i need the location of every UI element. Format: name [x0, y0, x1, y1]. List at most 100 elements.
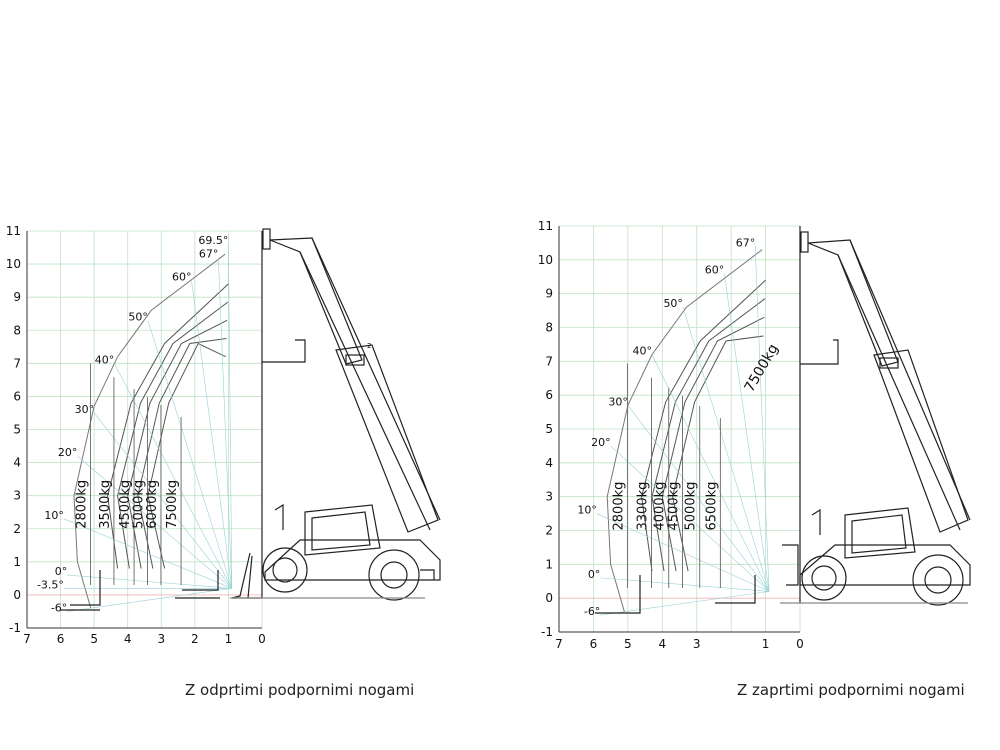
- angle-label: 30°: [75, 403, 95, 416]
- load-label: 6000kg: [145, 480, 160, 529]
- y-tick-label: 8: [545, 321, 553, 335]
- y-tick-label: 5: [545, 422, 553, 436]
- angle-ray: [754, 246, 770, 592]
- load-label: 6500kg: [704, 482, 719, 531]
- angle-label: -6°: [584, 605, 600, 618]
- x-tick-label: 3: [693, 637, 701, 651]
- x-tick-label: 6: [590, 637, 598, 651]
- y-tick-label: 3: [545, 490, 553, 504]
- load-label: 4500kg: [667, 482, 682, 531]
- y-tick-label: 4: [545, 456, 553, 470]
- y-tick-label: 7: [545, 354, 553, 368]
- envelope-outer: [73, 253, 226, 609]
- angle-label: 50°: [128, 310, 148, 323]
- arc-load-label: 7500kg: [742, 341, 782, 395]
- angle-label: 67°: [199, 247, 219, 260]
- angle-label: -3.5°: [37, 578, 64, 591]
- angle-ray: [600, 577, 770, 592]
- angle-ray: [67, 588, 232, 612]
- angle-label: -6°: [51, 601, 67, 614]
- load-label: 4500kg: [118, 480, 133, 529]
- y-tick-label: 10: [538, 253, 553, 267]
- angle-ray: [723, 273, 770, 592]
- load-label: 7500kg: [165, 480, 180, 529]
- x-tick-label: 0: [796, 637, 804, 651]
- caption-outriggers-extended: Z odprtimi podpornimi nogami: [185, 681, 415, 699]
- load-label: 2800kg: [74, 480, 89, 529]
- angle-ray: [147, 320, 233, 589]
- y-tick-label: 6: [545, 388, 553, 402]
- angle-ray: [682, 307, 770, 592]
- y-tick-label: 1: [13, 555, 21, 569]
- x-tick-label: 6: [57, 632, 65, 646]
- load-arc: [672, 335, 764, 572]
- y-tick-label: 3: [13, 489, 21, 503]
- x-tick-label: 7: [23, 632, 31, 646]
- x-tick-label: 3: [157, 632, 165, 646]
- y-tick-label: 9: [545, 287, 553, 301]
- angle-ray: [114, 363, 233, 589]
- y-tick-label: 9: [13, 290, 21, 304]
- x-tick-label: 1: [762, 637, 770, 651]
- x-tick-label: 5: [90, 632, 98, 646]
- angle-label: 60°: [705, 263, 725, 276]
- angle-label: 20°: [58, 446, 78, 459]
- angle-label: 0°: [588, 568, 601, 581]
- load-arc: [117, 301, 229, 569]
- x-tick-label: 2: [191, 632, 199, 646]
- load-arc: [661, 316, 765, 572]
- angle-label: 40°: [95, 353, 115, 366]
- angle-label: 10°: [44, 509, 64, 522]
- load-label: 3300kg: [636, 482, 651, 531]
- angle-label: 69.5°: [198, 234, 228, 247]
- x-tick-label: 4: [124, 632, 132, 646]
- angle-ray: [93, 412, 233, 589]
- angle-ray: [67, 574, 232, 589]
- angle-label: 40°: [632, 345, 652, 358]
- caption-outriggers-retracted: Z zaprtimi podpornimi nogami: [737, 681, 965, 699]
- y-tick-label: 6: [13, 389, 21, 403]
- load-label: 4000kg: [653, 482, 668, 531]
- y-tick-label: 0: [13, 588, 21, 602]
- angle-ray: [600, 591, 770, 616]
- envelope-outer: [606, 249, 763, 612]
- y-tick-label: 2: [545, 524, 553, 538]
- angle-label: 67°: [736, 236, 756, 249]
- load-label: 5000kg: [684, 482, 699, 531]
- y-tick-label: -1: [541, 625, 553, 639]
- y-tick-label: 0: [545, 591, 553, 605]
- y-tick-label: 8: [13, 323, 21, 337]
- angle-label: 10°: [577, 504, 597, 517]
- y-tick-label: 4: [13, 456, 21, 470]
- load-label: 5000kg: [132, 480, 147, 529]
- angle-label: 50°: [663, 297, 683, 310]
- load-arc: [641, 279, 766, 572]
- load-arc: [127, 319, 228, 569]
- load-arc: [107, 283, 229, 569]
- angle-ray: [77, 455, 232, 589]
- y-tick-label: 1: [545, 557, 553, 571]
- load-arc: [147, 342, 226, 569]
- x-tick-label: 5: [624, 637, 632, 651]
- y-tick-label: 11: [538, 219, 553, 233]
- angle-ray: [218, 257, 233, 589]
- angle-ray: [191, 280, 233, 589]
- y-tick-label: 11: [6, 224, 21, 238]
- angle-label: 30°: [608, 395, 628, 408]
- telehandler-illustration-right: [595, 226, 971, 614]
- angle-label: 60°: [172, 271, 192, 284]
- arm-number-label: 2: [367, 342, 371, 350]
- y-tick-label: -1: [9, 621, 21, 635]
- load-label: 3500kg: [98, 480, 113, 529]
- angle-ray: [228, 244, 233, 589]
- angle-ray: [610, 445, 770, 592]
- x-tick-label: 0: [258, 632, 266, 646]
- y-tick-label: 2: [13, 522, 21, 536]
- x-tick-label: 7: [555, 637, 563, 651]
- angle-label: 20°: [591, 436, 611, 449]
- angle-ray: [651, 354, 770, 592]
- angle-label: 0°: [55, 565, 68, 578]
